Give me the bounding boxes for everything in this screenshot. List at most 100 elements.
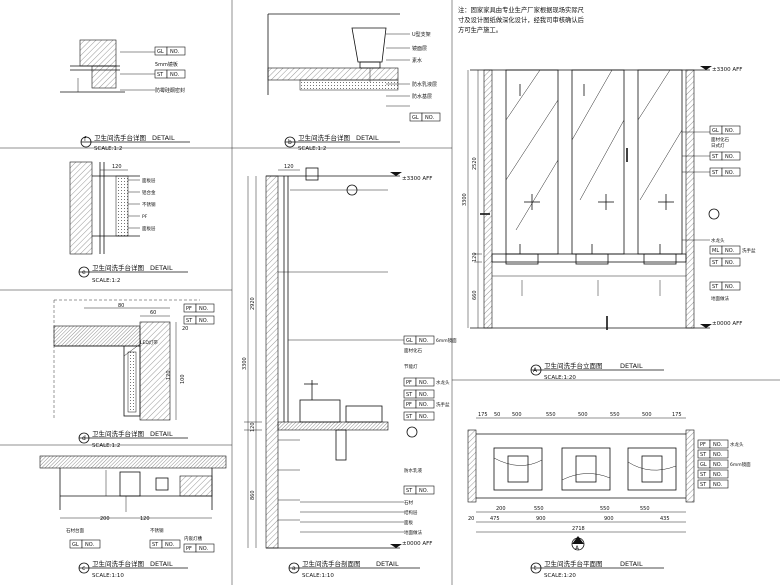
section-a-title: 卫生间洗手台剖面图 — [302, 559, 361, 568]
svg-text:NO.: NO. — [199, 306, 208, 312]
svg-text:DETAIL: DETAIL — [150, 560, 173, 568]
svg-text:50: 50 — [494, 412, 500, 418]
svg-text:NO.: NO. — [725, 284, 734, 290]
tag-gl-b: GL NO. — [409, 112, 441, 122]
svg-text:20: 20 — [468, 516, 474, 522]
svg-text:PF: PF — [186, 546, 192, 552]
svg-text:200: 200 — [100, 516, 110, 522]
svg-text:500: 500 — [578, 412, 588, 418]
svg-text:水龙头: 水龙头 — [711, 237, 725, 244]
svg-text:DETAIL: DETAIL — [356, 134, 379, 142]
svg-text:500: 500 — [642, 412, 652, 418]
svg-text:3300: 3300 — [462, 193, 468, 206]
svg-text:2718: 2718 — [572, 526, 585, 532]
svg-text:石材: 石材 — [404, 499, 413, 506]
svg-text:f: f — [84, 136, 87, 143]
svg-text:NO.: NO. — [419, 488, 428, 494]
svg-text:900: 900 — [604, 516, 614, 522]
svg-text:ST: ST — [712, 154, 719, 160]
svg-text:NO.: NO. — [419, 402, 428, 408]
svg-text:PF: PF — [142, 214, 148, 220]
svg-text:900: 900 — [536, 516, 546, 522]
svg-text:地面做法: 地面做法 — [711, 295, 729, 302]
svg-text:SCALE:1:20: SCALE:1:20 — [544, 375, 576, 381]
svg-text:DETAIL: DETAIL — [620, 560, 643, 568]
svg-text:素水: 素水 — [412, 57, 422, 64]
svg-text:PF: PF — [700, 442, 706, 448]
svg-text:550: 550 — [546, 412, 556, 418]
svg-text:NO.: NO. — [170, 49, 179, 55]
svg-text:175: 175 — [478, 412, 488, 418]
svg-text:DETAIL: DETAIL — [376, 560, 399, 568]
svg-text:NO.: NO. — [419, 392, 428, 398]
svg-text:NO.: NO. — [419, 380, 428, 386]
svg-text:DETAIL: DETAIL — [150, 430, 173, 438]
svg-text:NO.: NO. — [165, 542, 174, 548]
svg-text:6mm镜面: 6mm镜面 — [436, 337, 457, 344]
tag-st-a1: ST NO. — [403, 389, 435, 399]
svg-text:NO.: NO. — [725, 260, 734, 266]
svg-text:NO.: NO. — [419, 338, 428, 344]
svg-text:SCALE:1:2: SCALE:1:2 — [94, 146, 122, 152]
elevation-A: 2520 3300 120 660 ±3300 AFF ±0000 AFF GL… — [462, 66, 756, 381]
svg-text:ML: ML — [712, 248, 719, 254]
svg-text:120: 120 — [140, 516, 150, 522]
tag-st-t1: ST NO. — [697, 449, 729, 459]
svg-text:防霉硅酮密封: 防霉硅酮密封 — [155, 87, 185, 94]
svg-text:60: 60 — [150, 310, 156, 316]
svg-text:550: 550 — [640, 506, 650, 512]
svg-text:120: 120 — [284, 164, 294, 170]
svg-text:ST: ST — [406, 392, 413, 398]
svg-text:DETAIL: DETAIL — [150, 264, 173, 272]
svg-text:200: 200 — [496, 506, 506, 512]
svg-text:100: 100 — [180, 374, 186, 384]
svg-text:面板层: 面板层 — [142, 225, 156, 232]
svg-text:面板: 面板 — [404, 519, 413, 526]
svg-text:GL: GL — [712, 128, 719, 134]
detail-e-title: 卫生间洗手台详图 — [92, 263, 144, 272]
svg-text:d: d — [82, 435, 86, 442]
svg-text:5mm镜板: 5mm镜板 — [155, 61, 178, 68]
svg-text:GL: GL — [412, 115, 419, 121]
svg-text:550: 550 — [534, 506, 544, 512]
svg-text:475: 475 — [490, 516, 500, 522]
svg-text:±3300 AFF: ±3300 AFF — [712, 67, 742, 73]
svg-text:防水乳液: 防水乳液 — [404, 467, 422, 474]
svg-text:面板层: 面板层 — [142, 177, 156, 184]
svg-text:120: 120 — [472, 252, 478, 262]
svg-text:GL: GL — [72, 542, 79, 548]
svg-text:SCALE:1:2: SCALE:1:2 — [298, 146, 326, 152]
svg-text:NO.: NO. — [425, 115, 434, 121]
svg-text:石材台面: 石材台面 — [66, 527, 84, 534]
svg-text:DETAIL: DETAIL — [152, 134, 175, 142]
svg-text:a: a — [292, 565, 296, 572]
svg-text:20: 20 — [182, 326, 188, 332]
svg-text:水龙头: 水龙头 — [436, 379, 450, 386]
svg-text:NO.: NO. — [199, 318, 208, 324]
svg-text:ST: ST — [700, 452, 707, 458]
svg-text:内嵌灯槽: 内嵌灯槽 — [184, 535, 202, 542]
svg-text:NO.: NO. — [713, 452, 722, 458]
svg-text:175: 175 — [672, 412, 682, 418]
